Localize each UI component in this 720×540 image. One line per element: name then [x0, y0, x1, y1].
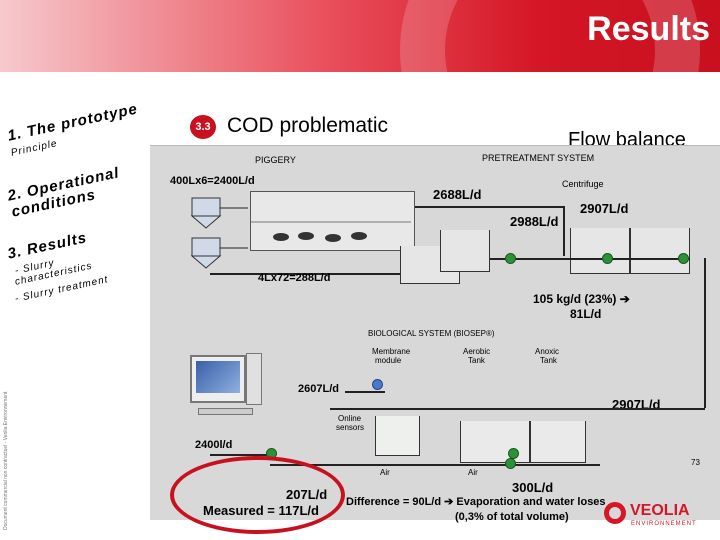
label-online-2: sensors — [336, 423, 365, 432]
flow-2400: 2400l/d — [195, 439, 233, 451]
pipe-2400 — [210, 454, 270, 456]
label-centrifuge: Centrifuge — [562, 179, 604, 189]
keyboard-icon — [198, 408, 253, 415]
label-membrane-1: Membrane — [372, 347, 411, 356]
pump-bio-2 — [505, 458, 516, 469]
label-pretreatment: PRETREATMENT SYSTEM — [482, 153, 595, 163]
label-air-1: Air — [380, 468, 390, 477]
storage-pits — [190, 197, 248, 269]
flow-piggery-input: 400Lx6=2400L/d — [170, 175, 255, 187]
pipe-recirculation — [330, 408, 705, 410]
label-membrane-2: module — [375, 356, 402, 365]
flow-difference: Difference = 90L/d ➔ Evaporation and wat… — [346, 496, 606, 508]
veolia-logo-icon — [604, 502, 626, 524]
page-title: Results — [587, 10, 710, 48]
logo-subtitle: ENVIRONNEMENT — [631, 521, 697, 527]
permeate-pump — [372, 379, 383, 390]
label-anoxic-1: Anoxic — [535, 347, 560, 356]
pipe-2607 — [345, 391, 385, 393]
nav-item-prototype[interactable]: 1. The prototype — [6, 100, 140, 145]
flow-81: 81L/d — [570, 307, 602, 321]
anoxic-tank — [530, 421, 586, 463]
label-piggery: PIGGERY — [255, 155, 296, 165]
flow-2907-bio: 2907L/d — [612, 397, 661, 412]
pig-icons — [251, 221, 411, 242]
pipe-return — [704, 258, 706, 408]
highlight-circle — [170, 456, 345, 534]
pump-3 — [678, 253, 689, 264]
pretreatment-tank-2 — [440, 230, 490, 272]
header-banner: Results — [0, 0, 720, 200]
flow-cod-load: 105 kg/d (23%) ➔ — [533, 292, 630, 306]
flow-300: 300L/d — [512, 480, 554, 495]
section-number-badge: 3.3 — [190, 115, 216, 139]
label-aerobic-1: Aerobic — [463, 347, 491, 356]
computer-monitor-icon — [190, 355, 246, 403]
section-title: COD problematic — [227, 114, 389, 137]
side-disclaimer: Document commercial non contractuel - Ve… — [3, 391, 9, 530]
buffer-tank — [630, 228, 690, 274]
label-anoxic-2: Tank — [540, 356, 557, 365]
flow-2607: 2607L/d — [298, 383, 339, 395]
computer-tower-icon — [246, 353, 262, 405]
logo-word: VEOLIA — [630, 502, 690, 519]
pipe-drop — [563, 206, 565, 256]
label-online-1: Online — [338, 414, 362, 423]
flow-2988: 2988L/d — [510, 214, 559, 229]
page-number: 73 — [691, 458, 700, 467]
piggery-building — [250, 191, 415, 251]
flow-2907-top: 2907L/d — [580, 201, 629, 216]
flow-percent: (0,3% of total volume) — [455, 511, 569, 523]
pipe-pretreatment — [490, 258, 690, 260]
membrane-tank — [375, 416, 420, 456]
pipe-bottom — [270, 464, 600, 466]
pipe-recycle — [210, 273, 400, 275]
pump-bio-3 — [508, 448, 519, 459]
left-navigation: 1. The prototype Principle 2. Operationa… — [0, 70, 160, 310]
label-air-2: Air — [468, 468, 478, 477]
flow-recycle: 4Lx72=288L/d — [258, 272, 331, 284]
veolia-logo: VEOLIA ENVIRONNEMENT — [604, 500, 708, 530]
label-biological-system: BIOLOGICAL SYSTEM (BIOSEP®) — [368, 329, 495, 338]
pipe-piggery-out — [415, 206, 563, 208]
aerobic-tank — [460, 421, 530, 463]
label-aerobic-2: Tank — [468, 356, 485, 365]
nav-item-results[interactable]: 3. Results — [6, 229, 89, 263]
flow-2688: 2688L/d — [433, 187, 482, 202]
centrifuge-tank — [570, 228, 630, 274]
pump-2 — [602, 253, 613, 264]
pump-1 — [505, 253, 516, 264]
